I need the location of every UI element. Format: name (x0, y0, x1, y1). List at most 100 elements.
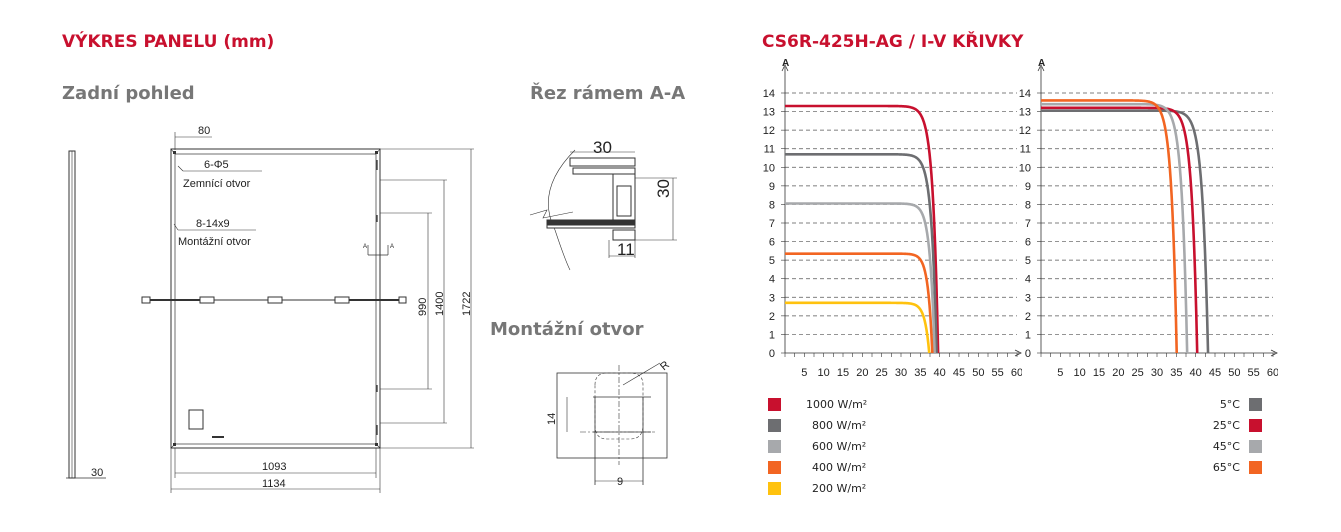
x-tick-label: 15 (1093, 367, 1105, 379)
y-tick-label: 11 (764, 144, 775, 156)
y-tick-label: 2 (1025, 311, 1031, 323)
legend-label: 400 W/m² (812, 461, 867, 474)
y-tick-label: 2 (769, 311, 775, 323)
y-tick-label: 1 (769, 329, 775, 341)
section-marker-label: A (363, 244, 367, 250)
legend-item-5c: 5°C (1200, 398, 1262, 412)
legend-label: 1000 W/m² (806, 398, 868, 411)
y-tick-label: 10 (763, 162, 775, 174)
legend-label: 45°C (1212, 440, 1240, 453)
legend-item-45c: 45°C (1200, 440, 1262, 454)
grounding-caption: Zemnící otvor (183, 178, 251, 190)
side-profile (66, 150, 106, 479)
mounting-hole-dim-width: 9 (617, 476, 624, 488)
y-tick-label: 11 (1020, 144, 1031, 156)
x-tick-label: 5 (801, 367, 807, 379)
y-tick-label: 8 (769, 199, 775, 211)
iv-curve (1040, 106, 1199, 354)
section-marker (367, 245, 389, 256)
legend-swatch (1249, 419, 1262, 432)
x-tick-label: 25 (876, 367, 888, 379)
y-tick-label: 1 (1025, 329, 1031, 341)
dim-1400 (380, 179, 447, 424)
y-tick-label: 14 (1019, 88, 1031, 100)
x-tick-label: 35 (914, 367, 926, 379)
x-tick-label: 45 (953, 367, 965, 379)
mounting-hole-dim-height: 14 (546, 412, 558, 425)
cable-assembly (141, 296, 407, 304)
y-axis-label: A (782, 58, 789, 69)
dim-1400-label: 1400 (434, 292, 446, 316)
y-axis-label: A (1038, 58, 1045, 69)
x-tick-label: 15 (837, 367, 849, 379)
y-tick-label: 12 (1019, 125, 1031, 137)
mounting-caption: Montážní otvor (178, 236, 251, 248)
legend-label: 800 W/m² (812, 419, 867, 432)
y-tick-label: 10 (1019, 162, 1031, 174)
y-tick-label: 7 (1025, 218, 1031, 230)
x-tick-label: 20 (856, 367, 868, 379)
x-tick-label: 50 (972, 367, 984, 379)
rear-view-title: Zadní pohled (62, 83, 195, 104)
iv-curve (784, 202, 936, 354)
y-tick-label: 12 (763, 125, 775, 137)
frame-section-dim-foot: 11 (617, 240, 635, 259)
y-tick-label: 6 (1025, 237, 1031, 249)
x-tick-label: 40 (934, 367, 946, 379)
x-tick-label: 40 (1190, 367, 1202, 379)
legend-item-65c: 65°C (1200, 461, 1262, 475)
dim-1722-label: 1722 (461, 292, 473, 316)
legend-swatch (1249, 440, 1262, 453)
grounding-label: 6-Φ5 (204, 159, 229, 171)
y-tick-label: 6 (769, 237, 775, 249)
y-tick-label: 9 (1025, 181, 1031, 193)
x-tick-label: 30 (1151, 367, 1163, 379)
dim-80-label: 80 (198, 125, 210, 137)
x-tick-label: 25 (1132, 367, 1144, 379)
legend-swatch (1249, 461, 1262, 474)
y-tick-label: 0 (1025, 348, 1031, 360)
rear-view-drawing: 30 80 6-Φ5 Zemnící otvor 8-14x9 Montážní… (66, 125, 474, 493)
x-tick-label: 30 (895, 367, 907, 379)
y-tick-label: 3 (769, 292, 775, 304)
x-tick-label: 20 (1112, 367, 1124, 379)
x-tick-label: 50 (1228, 367, 1240, 379)
y-tick-label: 4 (769, 274, 775, 286)
y-axis-arrow (1037, 64, 1045, 72)
nameplate (188, 409, 204, 430)
dim-1093 (174, 448, 377, 478)
dim-80 (174, 132, 212, 150)
y-tick-label: 3 (1025, 292, 1031, 304)
y-axis-arrow (781, 64, 789, 72)
legend-label: 200 W/m² (812, 482, 867, 495)
y-tick-label: 7 (769, 218, 775, 230)
x-tick-label: 5 (1057, 367, 1063, 379)
y-tick-label: 14 (763, 88, 775, 100)
x-tick-label: 10 (1074, 367, 1086, 379)
frame-section-dim-height: 30 (654, 179, 673, 198)
y-tick-label: 13 (1019, 107, 1031, 119)
legend-swatch (1249, 398, 1262, 411)
iv-curve (784, 104, 940, 354)
legend-swatch (768, 461, 781, 474)
legend-swatch (768, 419, 781, 432)
dim-1134-label: 1134 (262, 478, 286, 490)
legend-swatch (768, 482, 781, 495)
iv-curve (784, 152, 938, 354)
iv-curve (1040, 102, 1189, 354)
mounting-label: 8-14x9 (196, 218, 230, 230)
x-tick-label: 55 (992, 367, 1004, 379)
frame-section-title: Řez rámem A-A (530, 83, 686, 104)
legend-label: 5°C (1219, 398, 1240, 411)
legend-item-25c: 25°C (1200, 419, 1262, 433)
y-tick-label: 5 (1025, 255, 1031, 267)
legend-label: 25°C (1212, 419, 1240, 432)
dim-1722 (380, 148, 474, 449)
dim-side-label: 30 (91, 467, 103, 479)
iv-curve (1040, 99, 1179, 354)
y-tick-label: 4 (1025, 274, 1031, 286)
mounting-hole-drawing (556, 362, 668, 485)
section-marker-label-2: A (390, 244, 394, 250)
